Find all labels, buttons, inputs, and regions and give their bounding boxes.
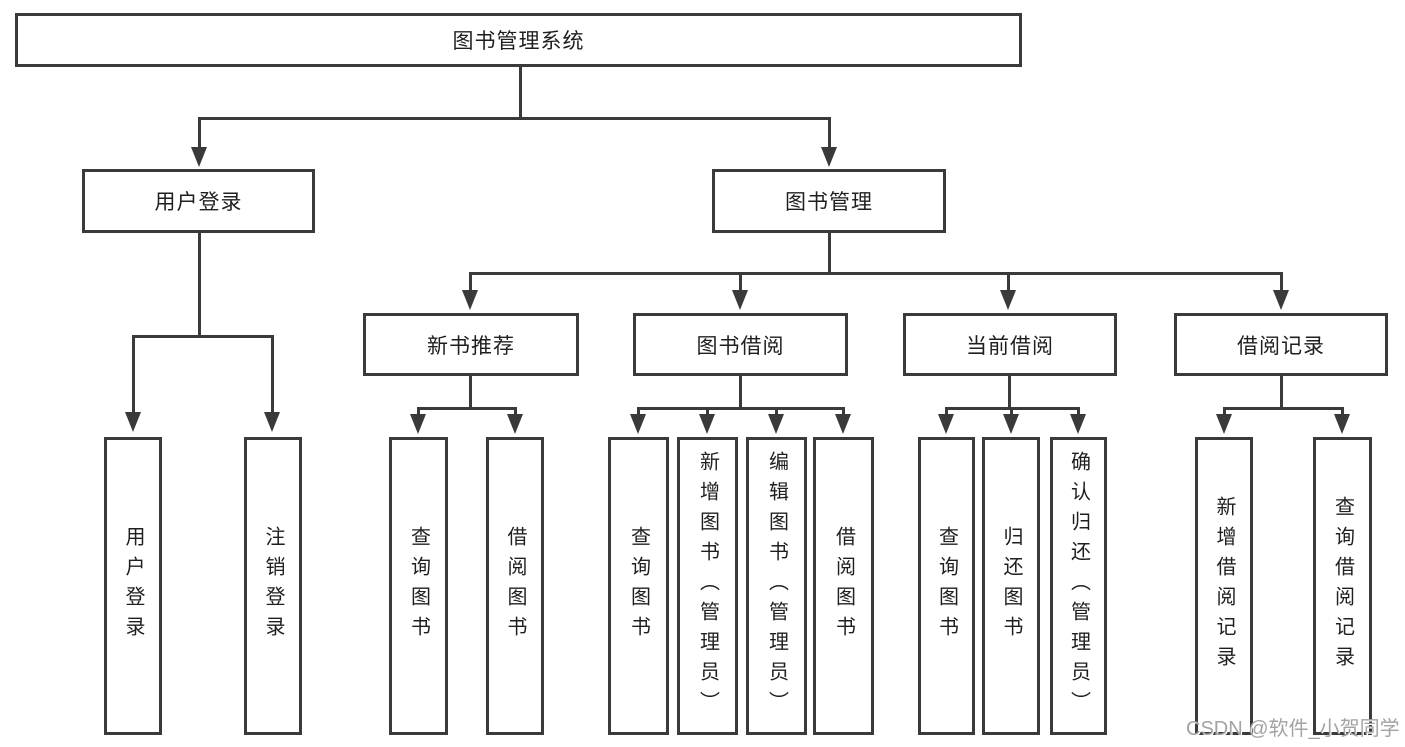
arrow-down-icon: [125, 412, 141, 432]
connector-user-login-trunk: [198, 233, 201, 337]
arrow-down-icon: [835, 414, 851, 434]
arrow-down-icon: [191, 147, 207, 167]
leaf-query-books-2-label: 查询图书: [627, 526, 650, 646]
arrow-down-icon: [1003, 414, 1019, 434]
connector-level3-bus: [469, 272, 1282, 275]
connector-arrow-shaft: [271, 335, 274, 416]
arrow-down-icon: [732, 290, 748, 310]
connector-borrow-records-trunk: [1280, 376, 1283, 409]
leaf-borrow-books-2-label: 借阅图书: [832, 526, 855, 646]
arrow-down-icon: [462, 290, 478, 310]
arrow-down-icon: [410, 414, 426, 434]
node-borrow-records: 借阅记录: [1174, 313, 1388, 376]
connector-book-borrow-bus: [637, 407, 844, 410]
arrow-down-icon: [1273, 290, 1289, 310]
leaf-borrow-books-1-label: 借阅图书: [504, 526, 526, 646]
leaf-add-books-admin: 新增图书（管理员）: [677, 437, 738, 735]
connector-arrow-shaft: [637, 407, 640, 416]
arrow-down-icon: [1000, 290, 1016, 310]
connector-arrow-shaft: [706, 407, 709, 416]
leaf-query-books-1-label: 查询图书: [407, 526, 430, 646]
connector-arrow-shaft: [1010, 407, 1013, 416]
connector-arrow-shaft: [1341, 407, 1344, 416]
leaf-logout: 注销登录: [244, 437, 302, 735]
connector-arrow-shaft: [828, 117, 831, 149]
leaf-query-books-2: 查询图书: [608, 437, 669, 735]
connector-current-borrow-trunk: [1008, 376, 1011, 409]
node-book-mgmt-label: 图书管理: [785, 191, 873, 214]
connector-user-login-bus: [132, 335, 273, 338]
arrow-down-icon: [699, 414, 715, 434]
node-root-label: 图书管理系统: [452, 30, 585, 53]
connector-arrow-shaft: [775, 407, 778, 416]
connector-arrow-shaft: [1077, 407, 1080, 416]
leaf-add-borrow-record-label: 新增借阅记录: [1213, 496, 1235, 676]
leaf-edit-books-admin-label: 编辑图书（管理员）: [765, 451, 788, 721]
leaf-borrow-books-1: 借阅图书: [486, 437, 544, 735]
connector-new-books-trunk: [469, 376, 472, 409]
arrow-down-icon: [821, 147, 837, 167]
arrow-down-icon: [938, 414, 954, 434]
connector-arrow-shaft: [945, 407, 948, 416]
node-user-login-label: 用户登录: [154, 191, 243, 214]
node-book-borrow: 图书借阅: [633, 313, 848, 376]
leaf-return-books: 归还图书: [982, 437, 1040, 735]
connector-arrow-shaft: [739, 272, 742, 292]
node-book-borrow-label: 图书借阅: [696, 334, 785, 358]
connector-book-mgmt-trunk: [828, 233, 831, 274]
arrow-down-icon: [1070, 414, 1086, 434]
arrow-down-icon: [507, 414, 523, 434]
node-book-mgmt: 图书管理: [712, 169, 946, 233]
csdn-watermark: CSDN @软件_小贺同学: [1186, 718, 1400, 740]
leaf-query-borrow-record-label: 查询借阅记录: [1331, 496, 1354, 676]
connector-arrow-shaft: [417, 407, 420, 416]
node-user-login: 用户登录: [82, 169, 315, 233]
leaf-confirm-return-admin: 确认归还（管理员）: [1050, 437, 1107, 735]
leaf-confirm-return-admin-label: 确认归还（管理员）: [1067, 451, 1090, 721]
connector-book-borrow-trunk: [739, 376, 742, 409]
leaf-query-books-3: 查询图书: [918, 437, 975, 735]
arrow-down-icon: [1216, 414, 1232, 434]
leaf-borrow-books-2: 借阅图书: [813, 437, 874, 735]
leaf-query-books-1: 查询图书: [389, 437, 448, 735]
connector-arrow-shaft: [514, 407, 517, 416]
connector-arrow-shaft: [1223, 407, 1226, 416]
leaf-return-books-label: 归还图书: [1000, 526, 1022, 646]
connector-new-books-bus: [418, 407, 517, 410]
connector-arrow-shaft: [1007, 272, 1010, 292]
connector-arrow-shaft: [1280, 272, 1283, 292]
leaf-add-borrow-record: 新增借阅记录: [1195, 437, 1253, 735]
connector-root-trunk: [519, 66, 522, 119]
arrow-down-icon: [630, 414, 646, 434]
arrow-down-icon: [768, 414, 784, 434]
leaf-add-books-admin-label: 新增图书（管理员）: [696, 451, 719, 721]
arrow-down-icon: [264, 412, 280, 432]
leaf-edit-books-admin: 编辑图书（管理员）: [746, 437, 807, 735]
leaf-query-books-3-label: 查询图书: [935, 526, 958, 646]
leaf-logout-label: 注销登录: [262, 526, 284, 646]
node-borrow-records-label: 借阅记录: [1237, 334, 1325, 358]
node-current-borrow: 当前借阅: [903, 313, 1117, 376]
node-current-borrow-label: 当前借阅: [966, 334, 1054, 358]
connector-arrow-shaft: [469, 272, 472, 292]
leaf-user-login: 用户登录: [104, 437, 162, 735]
connector-arrow-shaft: [132, 335, 135, 416]
node-root: 图书管理系统: [15, 13, 1022, 67]
node-new-books: 新书推荐: [363, 313, 579, 376]
node-new-books-label: 新书推荐: [427, 334, 515, 358]
leaf-user-login-label: 用户登录: [122, 526, 144, 646]
connector-level2-bus: [198, 117, 829, 120]
connector-borrow-records-bus: [1223, 407, 1343, 410]
connector-arrow-shaft: [198, 117, 201, 149]
arrow-down-icon: [1334, 414, 1350, 434]
connector-arrow-shaft: [842, 407, 845, 416]
leaf-query-borrow-record: 查询借阅记录: [1313, 437, 1372, 735]
